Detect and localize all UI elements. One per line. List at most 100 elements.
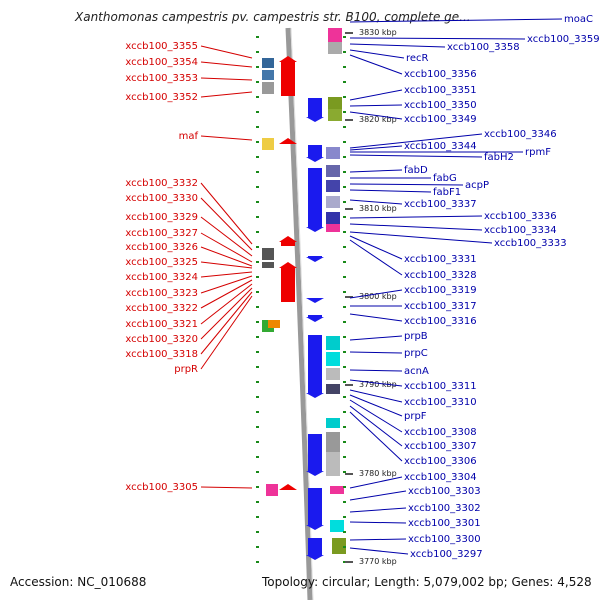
- gene-label-left: xccb100_3329: [125, 212, 198, 223]
- tick-mark: [343, 111, 346, 113]
- gene-label-right: xccb100_3307: [404, 441, 477, 452]
- label-leader-line: [200, 275, 253, 294]
- accession-text: Accession: NC_010688: [10, 575, 147, 589]
- label-leader-line: [200, 246, 253, 267]
- gene-arrow-head: [306, 393, 324, 398]
- tick-mark: [256, 171, 259, 173]
- tick-mark: [256, 336, 259, 338]
- gene-feature-block: [326, 165, 340, 177]
- gene-label-right: xccb100_3349: [404, 114, 477, 125]
- gene-label-left: xccb100_3324: [125, 272, 198, 283]
- tick-mark: [343, 186, 346, 188]
- gene-label-right: xccb100_3356: [404, 69, 477, 80]
- gene-label-left: xccb100_3332: [125, 178, 198, 189]
- gene-label-right: xccb100_3337: [404, 199, 477, 210]
- tick-mark: [343, 561, 346, 563]
- tick-mark: [256, 126, 259, 128]
- tick-mark: [343, 516, 346, 518]
- gene-label-right: xccb100_3300: [408, 534, 481, 545]
- tick-mark: [343, 336, 346, 338]
- label-leader-line: [349, 145, 403, 151]
- label-leader-line: [349, 18, 563, 23]
- gene-feature-block: [326, 336, 340, 350]
- tick-mark: [343, 246, 346, 248]
- tick-mark: [256, 216, 259, 218]
- scale-tick: [345, 208, 353, 210]
- scale-label: 3790 kbp: [359, 380, 397, 389]
- gene-label-left: xccb100_3322: [125, 303, 198, 314]
- gene-label-right: prpC: [404, 348, 428, 359]
- tick-mark: [256, 486, 259, 488]
- tick-mark: [343, 141, 346, 143]
- gene-label-left: xccb100_3352: [125, 92, 198, 103]
- tick-mark: [343, 96, 346, 98]
- tick-mark: [256, 201, 259, 203]
- label-leader-line: [200, 287, 253, 340]
- gene-feature-block: [328, 109, 342, 121]
- gene-label-left: xccb100_3354: [125, 57, 198, 68]
- label-leader-line: [349, 507, 407, 513]
- tick-mark: [343, 171, 346, 173]
- gene-label-left: xccb100_3327: [125, 228, 198, 239]
- tick-mark: [343, 231, 346, 233]
- tick-mark: [343, 216, 346, 218]
- gene-label-left: xccb100_3320: [125, 334, 198, 345]
- label-leader-line: [200, 486, 253, 489]
- label-leader-line: [349, 215, 483, 219]
- tick-mark: [256, 561, 259, 563]
- gene-arrow-head: [306, 157, 324, 162]
- gene-label-right: xccb100_3358: [447, 42, 520, 53]
- label-leader-line: [200, 182, 253, 245]
- label-leader-line: [349, 223, 483, 231]
- tick-mark: [343, 546, 346, 548]
- gene-label-right: rpmF: [525, 147, 551, 158]
- gene-feature-block: [326, 147, 340, 159]
- label-leader-line: [349, 54, 403, 75]
- gene-feature-block: [262, 70, 274, 80]
- tick-mark: [256, 306, 259, 308]
- gene-arrow: [308, 315, 322, 317]
- gene-arrow: [308, 145, 322, 157]
- gene-feature-block: [268, 320, 280, 328]
- gene-arrow-head: [306, 471, 324, 476]
- label-leader-line: [349, 183, 464, 186]
- tick-mark: [256, 96, 259, 98]
- label-leader-line: [200, 271, 253, 278]
- gene-arrow: [308, 168, 322, 227]
- tick-mark: [256, 66, 259, 68]
- gene-label-right: xccb100_3328: [404, 270, 477, 281]
- label-leader-line: [349, 411, 403, 462]
- gene-label-left: xccb100_3318: [125, 349, 198, 360]
- label-leader-line: [200, 197, 253, 251]
- tick-mark: [256, 156, 259, 158]
- gene-label-right: xccb100_3317: [404, 301, 477, 312]
- gene-feature-block: [262, 248, 274, 260]
- tick-mark: [256, 36, 259, 38]
- gene-label-right: xccb100_3351: [404, 85, 477, 96]
- gene-arrow-head: [306, 298, 324, 303]
- label-leader-line: [349, 313, 403, 322]
- gene-arrow-head: [306, 257, 324, 262]
- label-leader-line: [200, 232, 253, 263]
- gene-arrow: [308, 538, 322, 555]
- label-leader-line: [349, 111, 403, 120]
- gene-label-right: recR: [406, 53, 429, 64]
- gene-feature-block: [262, 82, 274, 94]
- tick-mark: [343, 81, 346, 83]
- gene-feature-block: [326, 352, 340, 366]
- label-leader-line: [349, 369, 403, 372]
- label-leader-line: [200, 216, 253, 257]
- label-leader-line: [349, 37, 526, 40]
- label-leader-line: [349, 239, 403, 276]
- tick-mark: [256, 411, 259, 413]
- tick-mark: [343, 501, 346, 503]
- label-leader-line: [349, 231, 493, 244]
- label-leader-line: [349, 389, 403, 403]
- gene-label-right: xccb100_3301: [408, 518, 481, 529]
- scale-label: 3830 kbp: [359, 28, 397, 37]
- tick-mark: [256, 276, 259, 278]
- tick-mark: [343, 531, 346, 533]
- tick-mark: [256, 351, 259, 353]
- gene-label-right: fabF1: [433, 187, 461, 198]
